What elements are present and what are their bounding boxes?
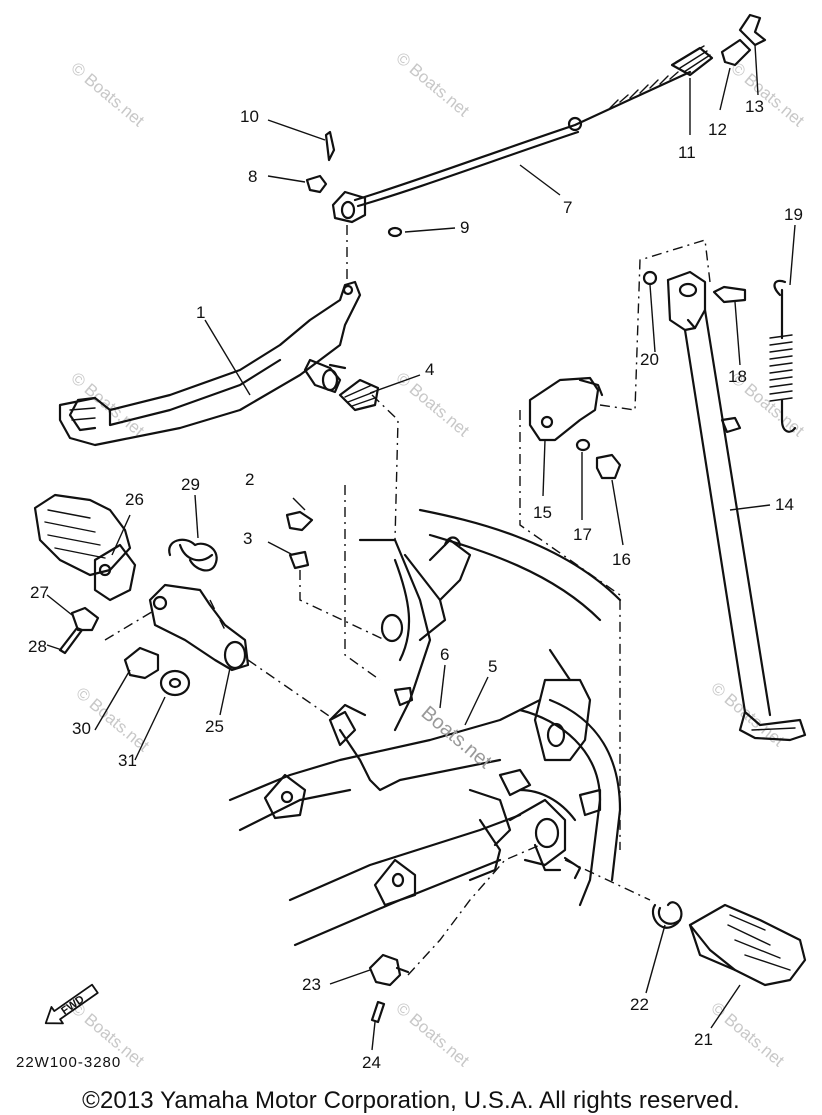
watermark: © Boats.net xyxy=(392,999,473,1071)
part-number: 17 xyxy=(573,525,592,544)
part-number: 30 xyxy=(72,719,91,738)
assembly-lines xyxy=(104,239,711,850)
sidestand-drawing xyxy=(666,270,807,742)
part-number: 31 xyxy=(118,751,137,770)
return-spring-drawing xyxy=(338,378,380,412)
part-number: 10 xyxy=(240,107,259,126)
stand-bracket-drawing xyxy=(528,270,747,480)
stand-spring-drawing xyxy=(720,279,797,434)
leader-lines xyxy=(46,44,796,1051)
diagram-code: 22W100-3280 xyxy=(16,1054,122,1071)
part-number: 3 xyxy=(243,529,252,548)
right-footrest-drawing xyxy=(651,901,807,987)
part-number: 12 xyxy=(708,120,727,139)
brake-pedal-drawing xyxy=(58,280,362,447)
inline-watermark: Boats.net xyxy=(417,702,496,773)
shaft-drawing xyxy=(247,659,651,976)
watermark: © Boats.net xyxy=(392,369,473,441)
frame-drawing xyxy=(228,508,622,947)
part-number: 1 xyxy=(196,303,205,322)
part-number: 5 xyxy=(488,657,497,676)
part-number: 19 xyxy=(784,205,803,224)
brake-cable-drawing xyxy=(305,70,692,280)
part-number: 8 xyxy=(248,167,257,186)
part-number: 6 xyxy=(440,645,449,664)
part-number: 20 xyxy=(640,350,659,369)
part-number: 2 xyxy=(245,470,254,489)
part-number: 21 xyxy=(694,1030,713,1049)
part-number: 25 xyxy=(205,717,224,736)
part-number: 7 xyxy=(563,198,572,217)
watermark: © Boats.net xyxy=(727,59,808,131)
part-number: 9 xyxy=(460,218,469,237)
adjuster-drawing xyxy=(670,13,767,77)
part-number: 4 xyxy=(425,360,434,379)
part-number: 28 xyxy=(28,637,47,656)
footrest-pin-drawing xyxy=(368,953,410,1024)
part-number: 26 xyxy=(125,490,144,509)
watermark: © Boats.net xyxy=(67,59,148,131)
part-number: 14 xyxy=(775,495,794,514)
left-footrest-drawing xyxy=(33,493,314,697)
watermark: © Boats.net xyxy=(707,999,788,1071)
part-numbers: 1 2 3 4 5 6 7 8 9 10 11 12 13 14 15 16 1… xyxy=(28,97,803,1072)
part-number: 13 xyxy=(745,97,764,116)
watermark: © Boats.net xyxy=(392,49,473,121)
part-number: 15 xyxy=(533,503,552,522)
part-number: 29 xyxy=(181,475,200,494)
part-number: 22 xyxy=(630,995,649,1014)
part-number: 11 xyxy=(678,143,696,162)
part-number: 18 xyxy=(728,367,747,386)
copyright-notice: ©2013 Yamaha Motor Corporation, U.S.A. A… xyxy=(82,1087,740,1114)
part-number: 23 xyxy=(302,975,321,994)
part-number: 27 xyxy=(30,583,49,602)
part-number: 16 xyxy=(612,550,631,569)
part-number: 24 xyxy=(362,1053,381,1072)
